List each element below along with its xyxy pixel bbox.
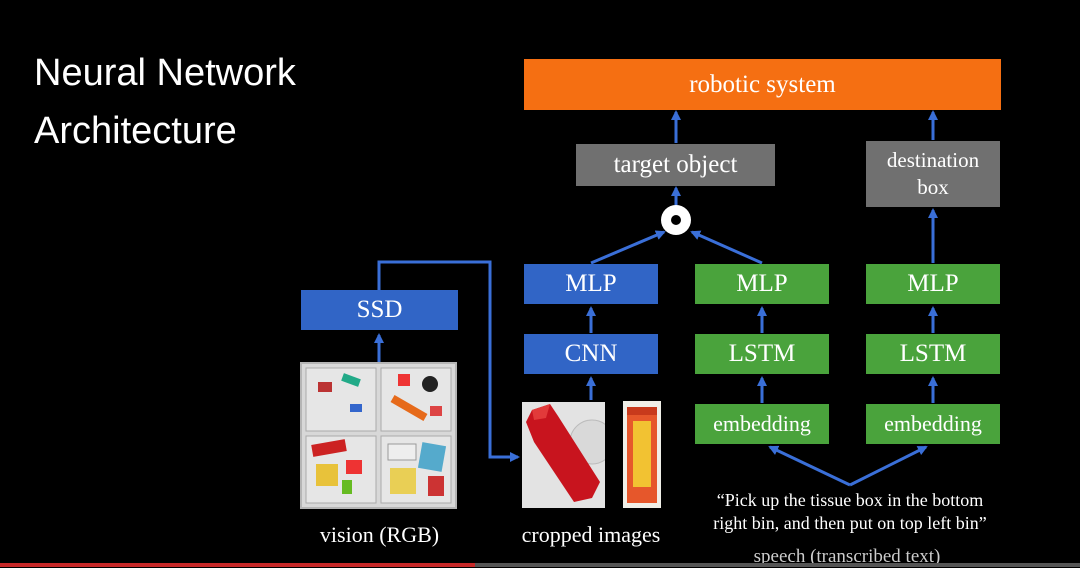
embedding-1-label: embedding [713,411,811,436]
vision-rgb-label: vision (RGB) [319,522,440,547]
embedding-2-box: embedding [866,404,1000,444]
dot-product-node [661,205,691,235]
slide-title: Neural Network Architecture [34,44,296,160]
speech-quote-line1: “Pick up the tissue box in the bottom [716,490,984,510]
destination-label-line1: destination [886,148,980,172]
mlp-speech-2-box: MLP [866,264,1000,304]
destination-box: destination box [866,141,1000,207]
arrow-quote-emb2 [849,445,928,487]
robotic-system-label: robotic system [689,70,836,98]
video-progress-track[interactable] [0,563,1080,567]
mlp-speech-2-label: MLP [907,270,959,297]
arrow-mlp2-dot [690,230,763,265]
mlp-vision-label: MLP [565,270,617,297]
slide-title-line2: Architecture [34,110,237,152]
cropped-images-label: cropped images [521,522,661,547]
mlp-speech-1-label: MLP [736,270,788,297]
mlp-speech-1-box: MLP [695,264,829,304]
embedding-1-box: embedding [695,404,829,444]
cropped-image-box [623,401,661,508]
ssd-label: SSD [356,296,403,323]
lstm-2-label: LSTM [899,340,967,367]
arrow-ssd-cropped [377,260,520,462]
cropped-image-bottle [522,402,605,508]
lstm-1-box: LSTM [695,334,829,374]
dot-product-center [671,215,681,225]
destination-label-line2: box [917,175,949,199]
speech-quote-line2: right bin, and then put on top left bin” [713,513,987,533]
target-object-box: target object [576,144,775,186]
slide-title-line1: Neural Network [34,52,296,94]
target-object-label: target object [613,151,738,178]
vision-rgb-image [300,362,457,509]
lstm-1-label: LSTM [728,340,796,367]
lstm-2-box: LSTM [866,334,1000,374]
arrow-mlp-dot [590,230,666,265]
speech-quote: “Pick up the tissue box in the bottom ri… [688,489,1012,535]
cnn-label: CNN [564,340,618,367]
bottle-illustration [522,402,605,508]
arrow-quote-emb1 [768,445,851,487]
embedding-2-label: embedding [884,411,982,436]
bin-photo-illustration [302,364,455,507]
ssd-box: SSD [301,290,458,330]
cnn-box: CNN [524,334,658,374]
box-illustration [623,401,661,508]
speech-label: speech (transcribed text) [753,546,941,567]
mlp-vision-box: MLP [524,264,658,304]
robotic-system-box: robotic system [524,59,1001,110]
video-progress-fill [0,563,476,567]
